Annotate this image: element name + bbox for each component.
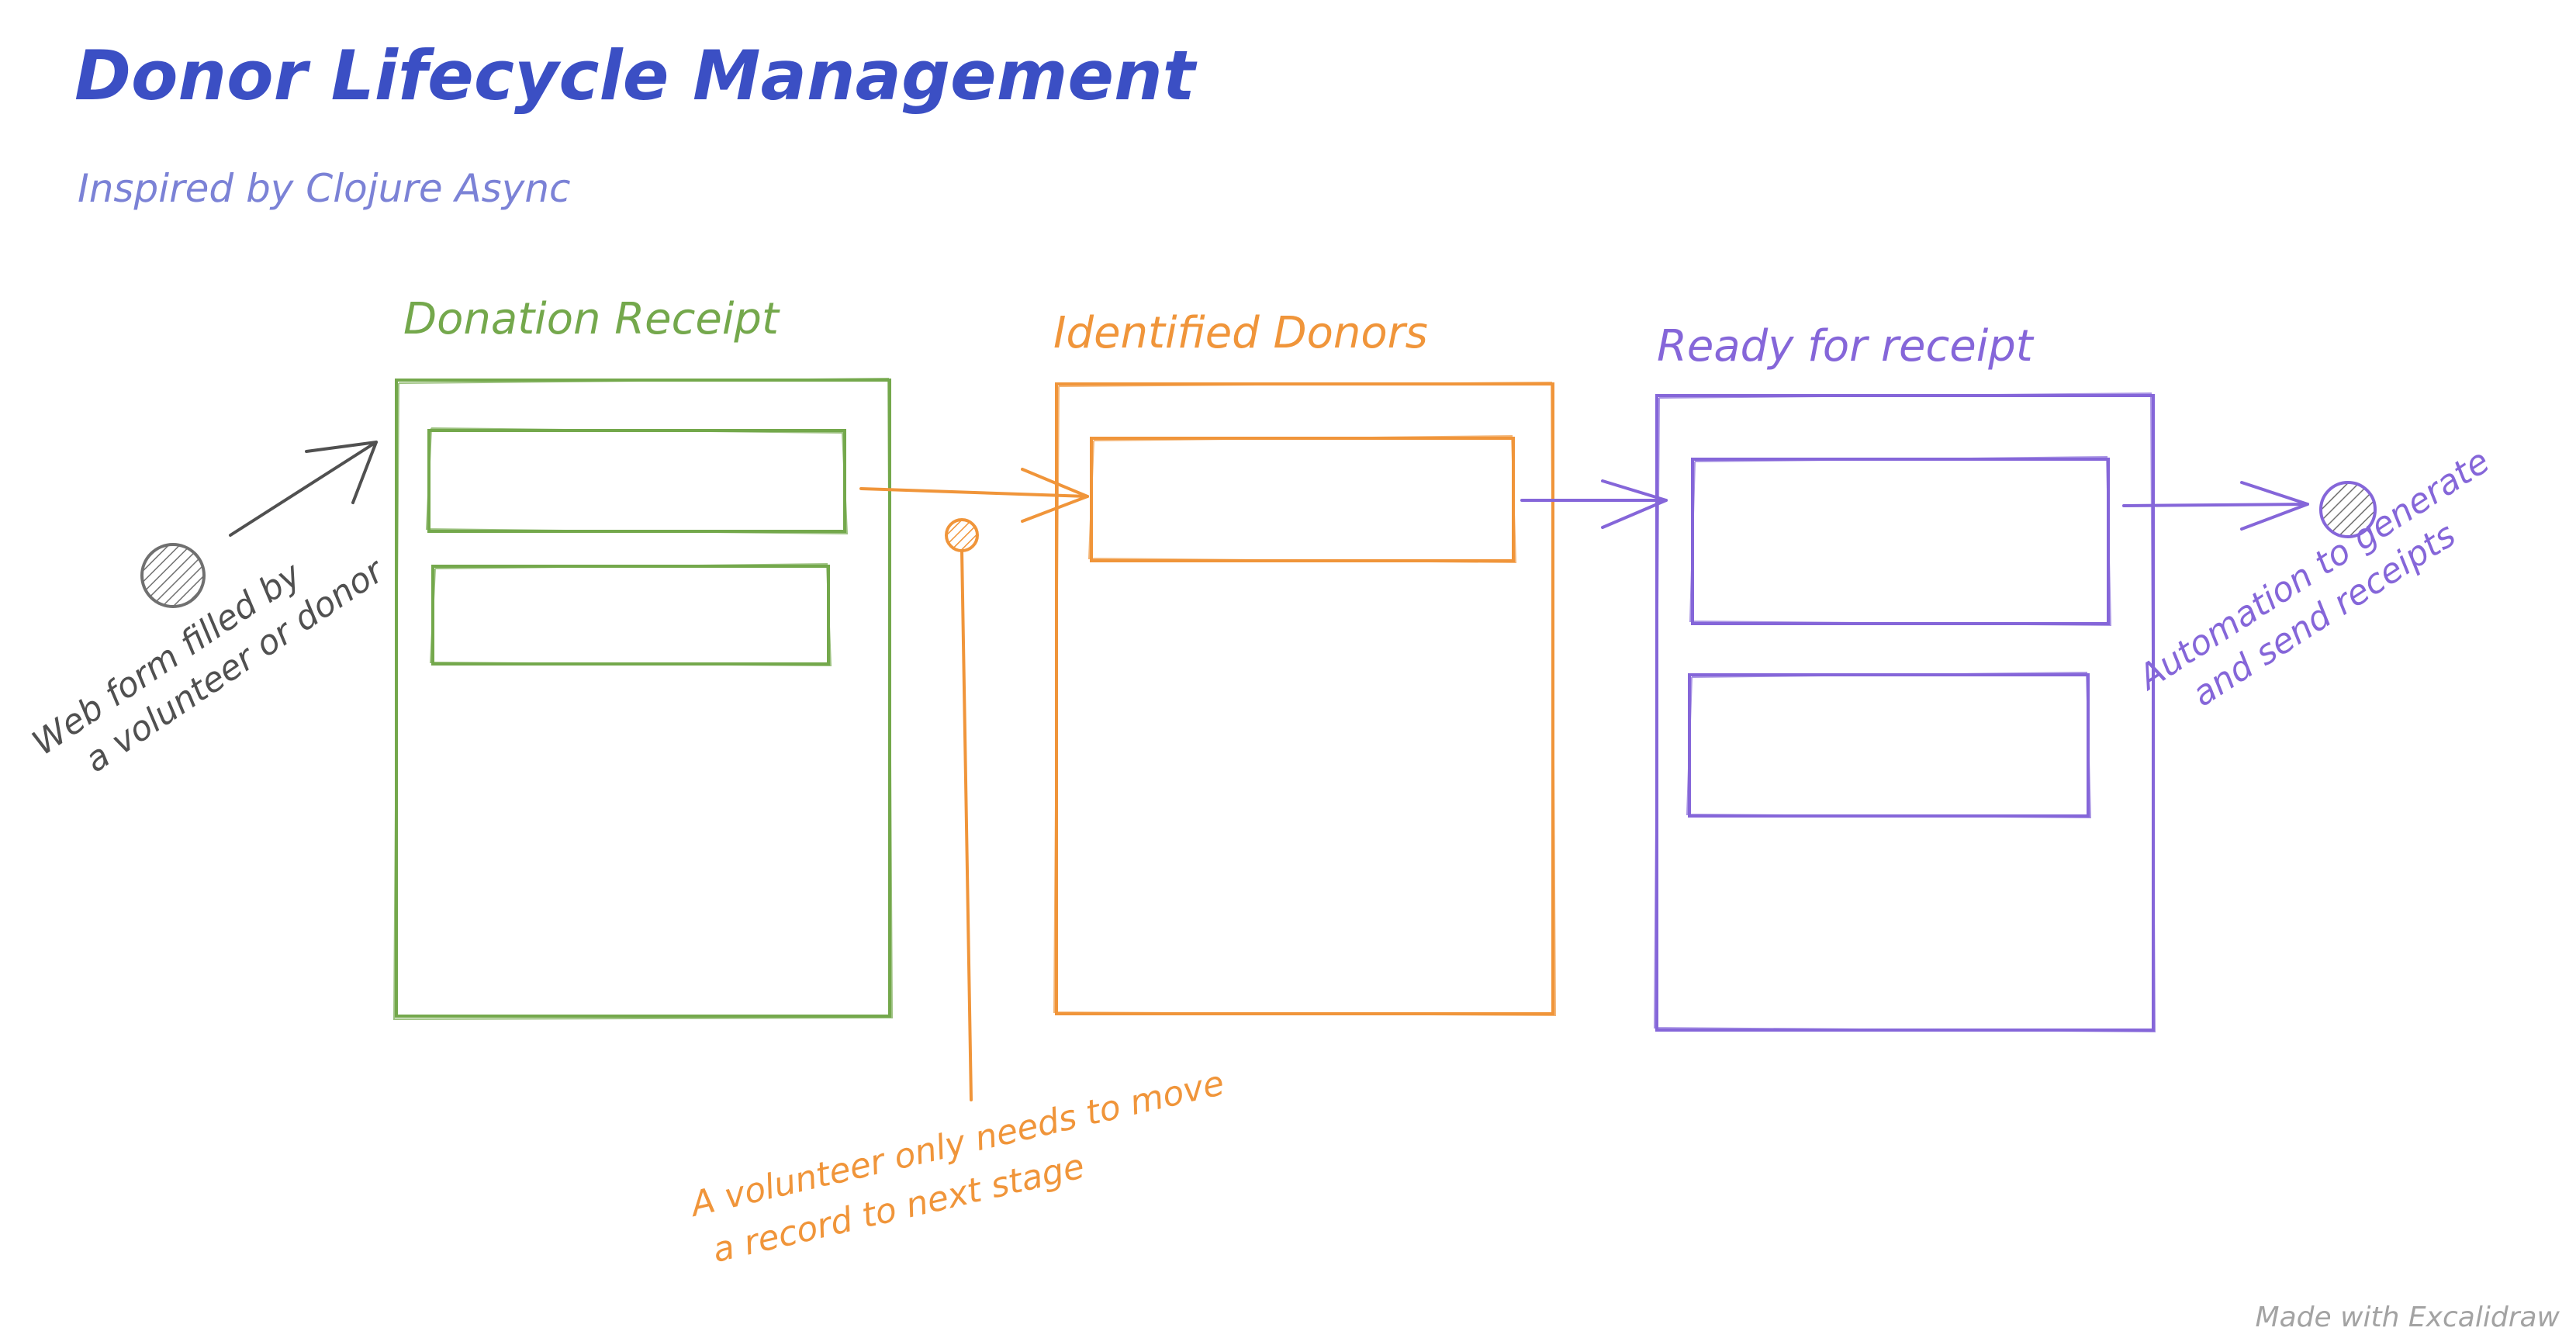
stage-label-ready-for-receipt: Ready for receipt [1657, 321, 2035, 372]
volunteer-action-node[interactable] [945, 518, 979, 1101]
diagram-title: Donor Lifecycle Management [74, 36, 1198, 116]
automation-dot [2319, 481, 2377, 538]
arrow-receipt-to-identified [859, 468, 1089, 523]
stage-ready-for-receipt[interactable]: Ready for receipt [1653, 321, 2156, 1033]
stage-label-identified-donors: Identified Donors [1053, 308, 1428, 358]
record-card[interactable] [1689, 455, 2112, 627]
volunteer-note: A volunteer only needs to move a record … [685, 1063, 1228, 1271]
record-card[interactable] [425, 427, 849, 535]
stage-identified-donors[interactable]: Identified Donors [1053, 308, 1557, 1017]
stage-label-donation-receipt: Donation Receipt [403, 294, 780, 344]
automation-note-line-1: Automation to generate [2130, 441, 2497, 699]
input-note: Web form filled by a volunteer or donor [26, 550, 393, 780]
stage-box-sketch-line [392, 377, 894, 1021]
volunteer-action-dot [945, 518, 979, 552]
record-card[interactable] [1686, 671, 2092, 819]
stage-box-ready-for-receipt [1655, 394, 2155, 1032]
stage-donation-receipt[interactable]: Donation Receipt [392, 294, 894, 1021]
diagram-subtitle: Inspired by Clojure Async [78, 166, 571, 211]
input-arrow [229, 441, 378, 537]
footer-credit: Made with Excalidraw [2256, 1302, 2560, 1333]
stage-box-identified-donors [1055, 382, 1554, 1015]
arrow-ready-to-automation [2122, 481, 2309, 531]
stage-box-sketch-line [1653, 392, 2156, 1033]
input-source-dot [140, 543, 206, 608]
arrow-identified-to-ready [1520, 479, 1668, 529]
record-card[interactable] [429, 562, 832, 667]
stage-box-sketch-line [1053, 381, 1557, 1017]
automation-node[interactable] [2319, 481, 2377, 538]
record-card[interactable] [1087, 434, 1517, 564]
stage-box-donation-receipt [395, 379, 891, 1018]
automation-note: Automation to generate and send receipts [2130, 441, 2497, 714]
input-source-node[interactable] [140, 543, 206, 608]
